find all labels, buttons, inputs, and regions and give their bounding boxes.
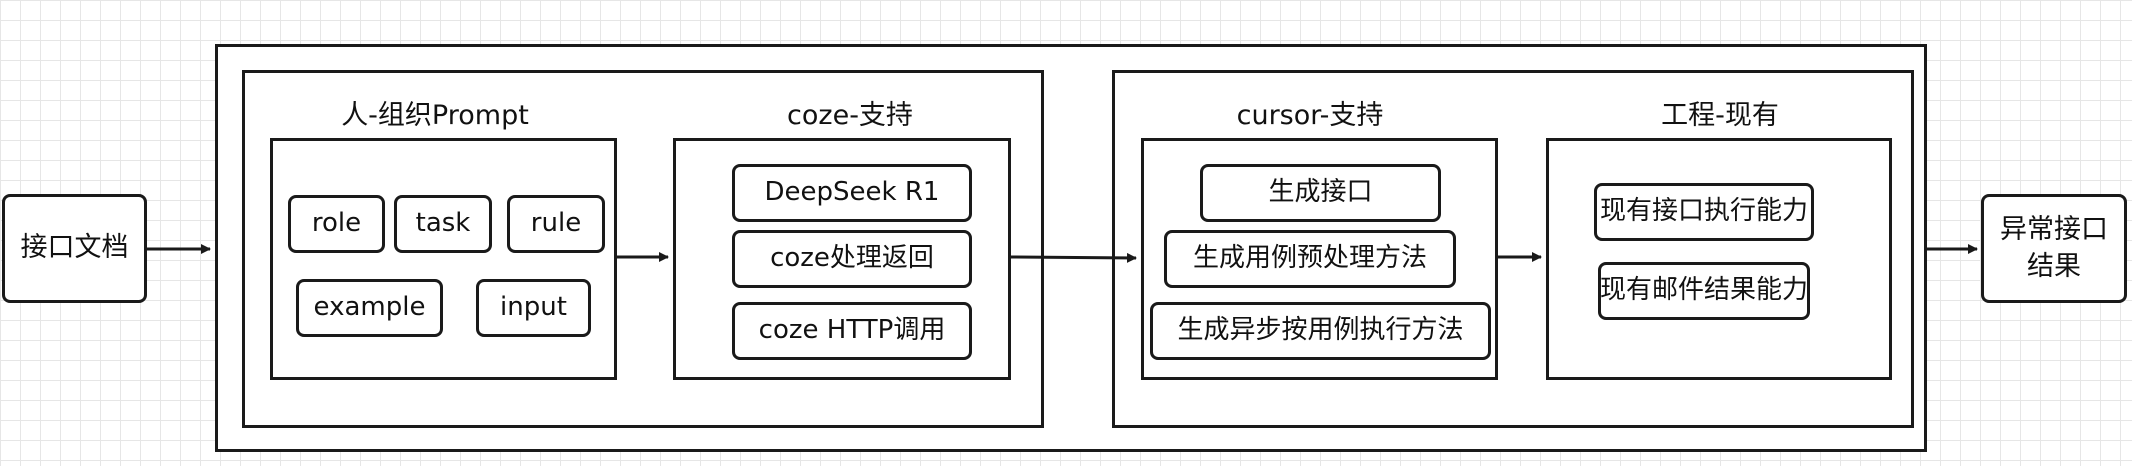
item-input: input <box>476 279 591 337</box>
input-doc-label: 接口文档 <box>20 232 129 264</box>
output-result-label: 异常接口 结果 <box>2000 214 2108 282</box>
arrow-coze-to-cursor <box>1010 252 1137 263</box>
item-coze-http: coze HTTP调用 <box>732 302 972 360</box>
item-task: task <box>394 195 492 253</box>
group-title-coze: coze-支持 <box>787 99 913 131</box>
group-prompt-box <box>270 138 617 380</box>
item-gen-async-exec: 生成异步按用例执行方法 <box>1150 302 1491 360</box>
input-doc-node: 接口文档 <box>2 194 147 303</box>
item-existing-exec: 现有接口执行能力 <box>1594 183 1814 241</box>
group-title-cursor: cursor-支持 <box>1236 99 1384 131</box>
output-result-node: 异常接口 结果 <box>1981 194 2127 303</box>
item-example: example <box>296 279 443 337</box>
group-engineering-box <box>1546 138 1892 380</box>
item-role: role <box>288 195 385 253</box>
item-existing-mail: 现有邮件结果能力 <box>1598 262 1810 320</box>
group-title-prompt: 人-组织Prompt <box>341 99 529 131</box>
item-coze-return: coze处理返回 <box>732 230 972 288</box>
item-deepseek-r1: DeepSeek R1 <box>732 164 972 222</box>
item-gen-interface: 生成接口 <box>1200 164 1441 222</box>
item-rule: rule <box>507 195 605 253</box>
group-title-engineering: 工程-现有 <box>1661 99 1779 131</box>
item-gen-preprocess: 生成用例预处理方法 <box>1164 230 1456 288</box>
